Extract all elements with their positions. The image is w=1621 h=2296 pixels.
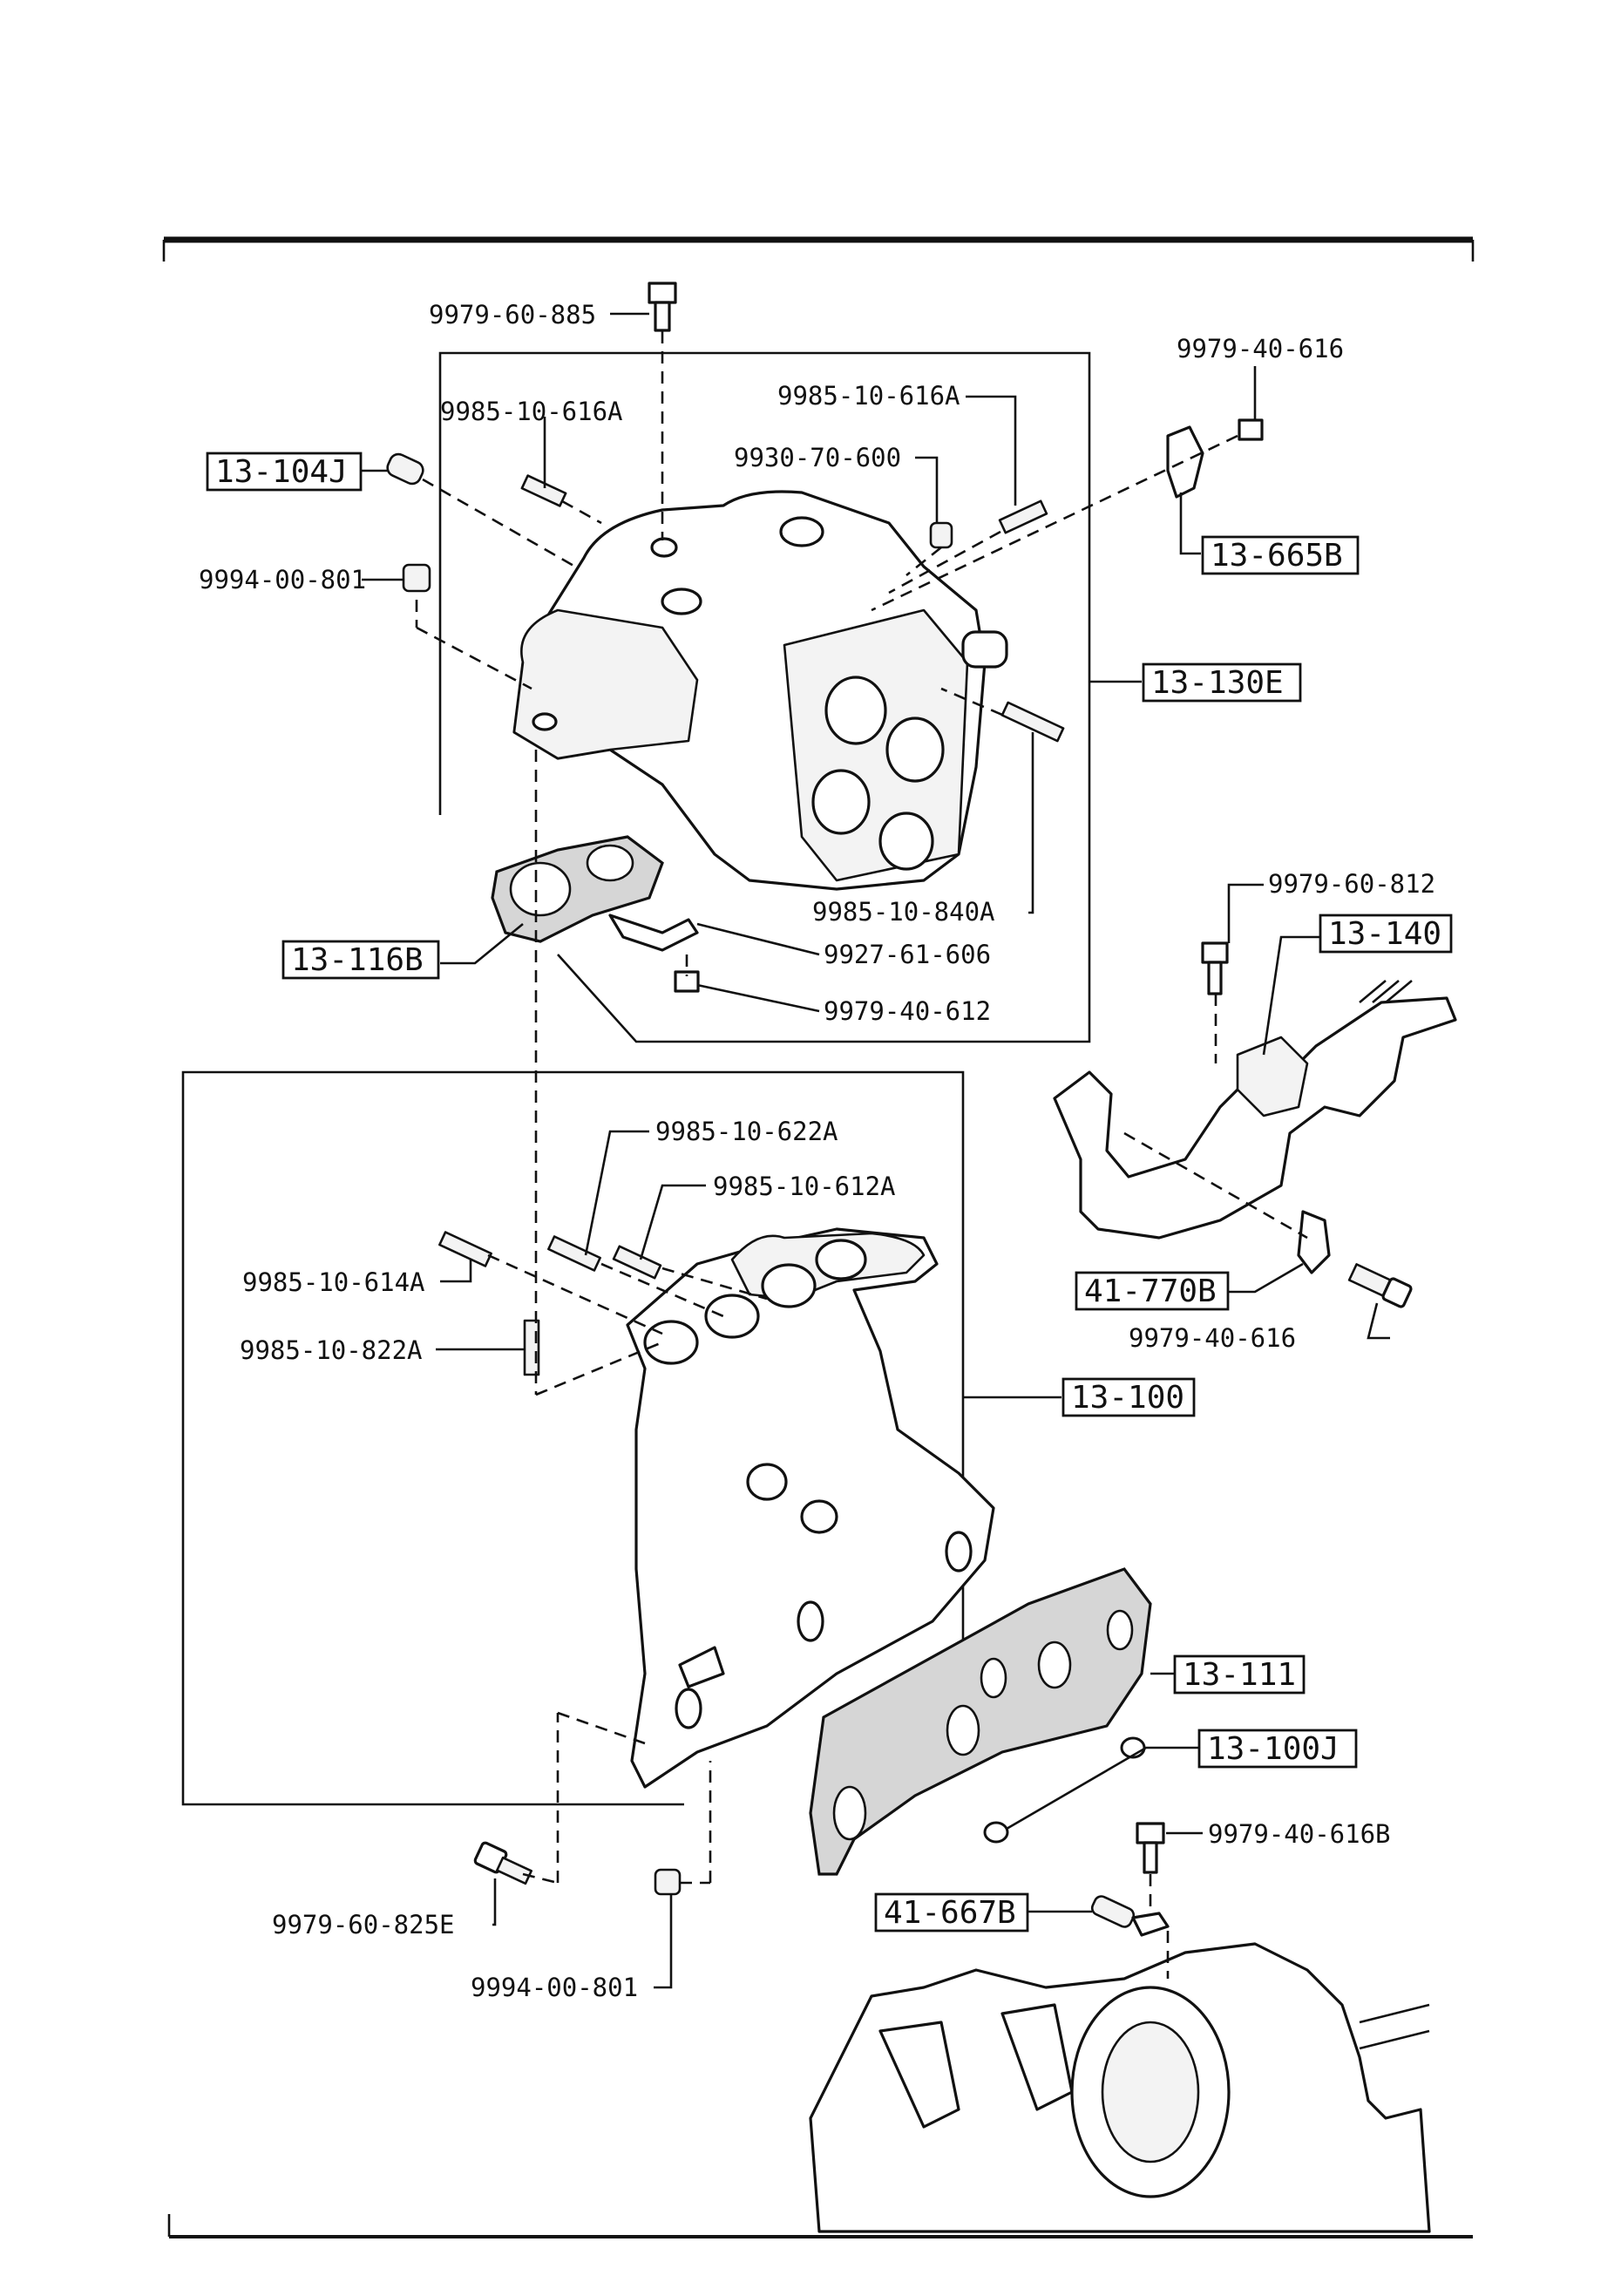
- boxed-labels: 13-104J 13-665B 13-130E 13-116B 13-140 4…: [206, 452, 1453, 1933]
- label-9994-00-801-bottom: 9994-00-801: [471, 1973, 638, 2002]
- label-9985-10-840A: 9985-10-840A: [812, 897, 995, 927]
- label-9979-60-825E: 9979-60-825E: [272, 1910, 455, 1939]
- label-9979-40-616-right: 9979-40-616: [1129, 1323, 1296, 1353]
- label-9979-40-616-top: 9979-40-616: [1177, 334, 1344, 363]
- box-13-665B: [1201, 535, 1360, 575]
- page-frame: [162, 236, 1475, 2238]
- label-9985-10-616A-left: 9985-10-616A: [440, 397, 623, 426]
- label-9985-10-614A: 9985-10-614A: [242, 1267, 425, 1297]
- gasket-hole: [980, 1657, 1007, 1699]
- gasket-hole: [586, 844, 634, 882]
- box-13-100J: [1197, 1729, 1358, 1769]
- label-13-100: 13-100: [1071, 1380, 1184, 1416]
- label-9930-70-600: 9930-70-600: [734, 443, 901, 472]
- label-41-770B: 41-770B: [1084, 1274, 1217, 1309]
- label-13-140: 13-140: [1328, 916, 1441, 952]
- label-41-667B: 41-667B: [884, 1895, 1016, 1931]
- upper-assembly-frame: [438, 351, 1091, 1043]
- label-9985-10-616A-right: 9985-10-616A: [777, 381, 960, 411]
- label-9994-00-801-top: 9994-00-801: [199, 565, 366, 594]
- gasket-hole: [509, 861, 572, 917]
- box-13-111: [1173, 1654, 1306, 1695]
- box-41-770B: [1075, 1271, 1230, 1311]
- label-13-665B: 13-665B: [1211, 538, 1343, 574]
- upper-intake-manifold: [512, 490, 1008, 891]
- gasket-13-111: [809, 1567, 1152, 1876]
- label-13-111: 13-111: [1183, 1657, 1296, 1693]
- gasket-hole: [946, 1704, 980, 1756]
- label-13-104J: 13-104J: [215, 454, 348, 490]
- label-9985-10-822A: 9985-10-822A: [240, 1335, 423, 1365]
- box-41-667B: [874, 1892, 1029, 1933]
- leader-lines: [362, 312, 1390, 1989]
- label-9927-61-606: 9927-61-606: [824, 940, 991, 969]
- part-labels: 9979-60-885 9985-10-616A 9985-10-616A 99…: [199, 300, 1435, 2002]
- box-13-100: [1061, 1377, 1196, 1417]
- box-13-130E: [1142, 662, 1302, 703]
- label-9979-40-612: 9979-40-612: [824, 996, 991, 1026]
- label-9979-60-812: 9979-60-812: [1268, 869, 1435, 899]
- gasket-hole: [832, 1785, 867, 1841]
- engine-outline: [809, 1942, 1431, 2233]
- label-9979-40-616B: 9979-40-616B: [1208, 1819, 1391, 1849]
- bracket-13-140: [1053, 980, 1457, 1240]
- label-13-130E: 13-130E: [1151, 665, 1284, 701]
- box-13-116B: [281, 940, 440, 980]
- label-9985-10-622A: 9985-10-622A: [655, 1117, 838, 1146]
- box-13-140: [1319, 914, 1453, 954]
- gasket-hole: [1037, 1640, 1072, 1689]
- label-13-116B: 13-116B: [291, 942, 424, 978]
- box-13-104J: [206, 452, 363, 492]
- lower-assembly-frame: [181, 1070, 965, 1806]
- assembly-lines: [415, 331, 1308, 1979]
- lower-intake-manifold: [626, 1227, 995, 1789]
- label-13-100J: 13-100J: [1207, 1731, 1340, 1767]
- label-9979-60-885: 9979-60-885: [429, 300, 596, 329]
- gasket-hole: [1106, 1609, 1134, 1651]
- label-9985-10-612A: 9985-10-612A: [713, 1172, 896, 1201]
